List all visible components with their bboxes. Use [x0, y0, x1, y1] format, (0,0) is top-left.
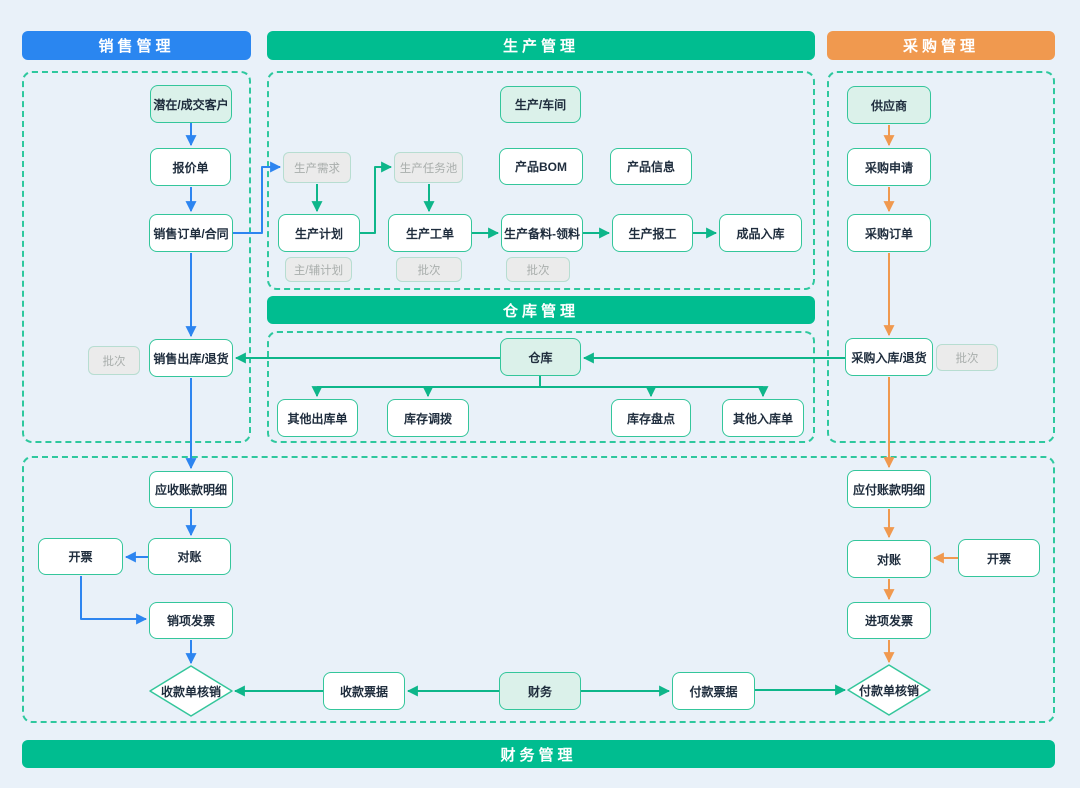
node-invoice-ap[interactable]: 开票	[958, 539, 1040, 577]
node-receipt-writeoff-label[interactable]: 收款单核销	[160, 684, 221, 699]
node-reconcile-ap[interactable]: 对账	[847, 540, 931, 578]
node-prod-report[interactable]: 生产报工	[612, 214, 693, 252]
purchase-container	[827, 71, 1055, 443]
node-prod-material[interactable]: 生产备料-领料	[501, 214, 583, 252]
node-sales-invoice[interactable]: 销项发票	[149, 602, 233, 639]
node-invoice-ar[interactable]: 开票	[38, 538, 123, 575]
node-warehouse[interactable]: 仓库	[500, 338, 581, 376]
tag-batch-purchase[interactable]: 批次	[936, 344, 998, 371]
node-other-outbound[interactable]: 其他出库单	[277, 399, 358, 437]
node-quotation[interactable]: 报价单	[150, 148, 231, 186]
node-customer[interactable]: 潜在/成交客户	[150, 85, 232, 123]
node-purchase-request[interactable]: 采购申请	[847, 148, 931, 186]
node-finance[interactable]: 财务	[499, 672, 581, 710]
sales-container	[22, 71, 251, 443]
warehouse-section-header: 仓库管理	[267, 296, 815, 324]
finance-section-header: 财务管理	[22, 740, 1055, 768]
node-purchase-order[interactable]: 采购订单	[847, 214, 931, 252]
node-purchase-inbound[interactable]: 采购入库/退货	[845, 338, 933, 376]
node-other-inbound[interactable]: 其他入库单	[722, 399, 804, 437]
node-ar-detail[interactable]: 应收账款明细	[149, 471, 233, 508]
tag-batch-order[interactable]: 批次	[396, 257, 462, 282]
node-stock-check[interactable]: 库存盘点	[611, 399, 691, 437]
node-sales-outbound[interactable]: 销售出库/退货	[149, 339, 233, 377]
node-sales-order[interactable]: 销售订单/合同	[149, 214, 233, 252]
node-finished-inbound[interactable]: 成品入库	[719, 214, 802, 252]
tag-batch-sales[interactable]: 批次	[88, 346, 140, 375]
node-payment-bill[interactable]: 付款票据	[672, 672, 755, 710]
node-product-bom[interactable]: 产品BOM	[499, 148, 583, 185]
purchase-section-header: 采购管理	[827, 31, 1055, 60]
node-receipt-bill[interactable]: 收款票据	[323, 672, 405, 710]
finance-container	[22, 456, 1055, 723]
node-product-info[interactable]: 产品信息	[610, 148, 692, 185]
node-prod-plan[interactable]: 生产计划	[278, 214, 360, 252]
tag-prod-demand[interactable]: 生产需求	[283, 152, 351, 183]
node-ap-detail[interactable]: 应付账款明细	[847, 470, 931, 508]
production-section-header: 生产管理	[267, 31, 815, 60]
warehouse-container	[267, 331, 815, 443]
node-prod-order[interactable]: 生产工单	[388, 214, 472, 252]
node-workshop[interactable]: 生产/车间	[500, 86, 581, 123]
node-stock-transfer[interactable]: 库存调拨	[387, 399, 469, 437]
sales-section-header: 销售管理	[22, 31, 251, 60]
node-supplier[interactable]: 供应商	[847, 86, 931, 124]
node-reconcile-ar[interactable]: 对账	[148, 538, 231, 575]
tag-plan[interactable]: 主/辅计划	[285, 257, 352, 282]
node-payment-writeoff-label[interactable]: 付款单核销	[858, 683, 919, 698]
tag-batch-material[interactable]: 批次	[506, 257, 570, 282]
node-purchase-invoice[interactable]: 进项发票	[847, 602, 931, 639]
tag-prod-task-pool[interactable]: 生产任务池	[394, 152, 463, 183]
